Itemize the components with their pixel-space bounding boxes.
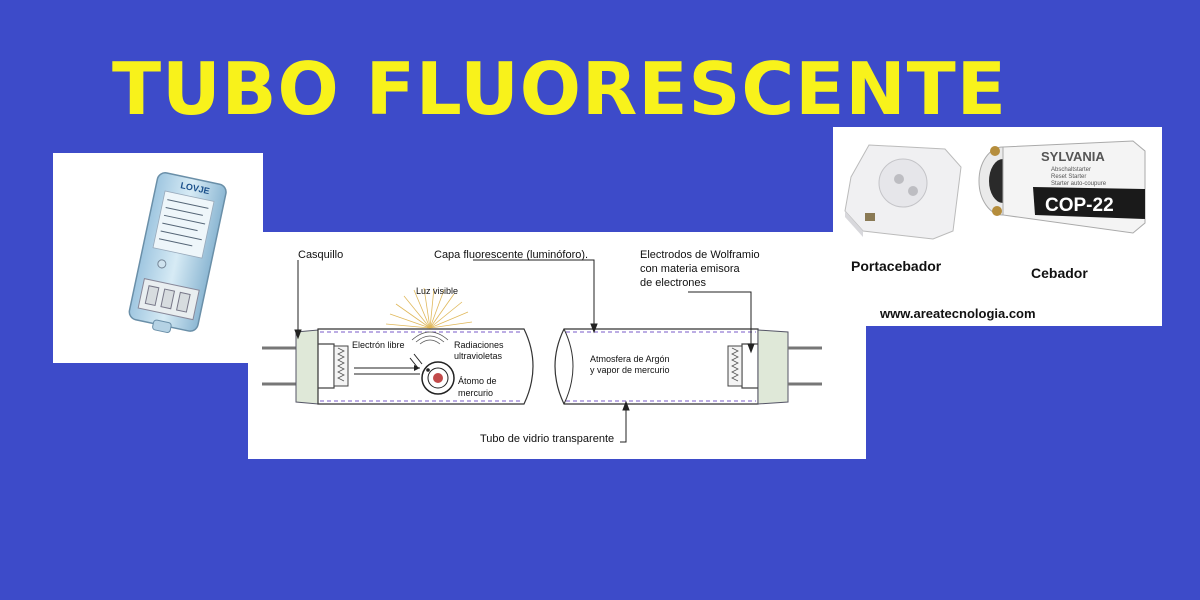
tube-diagram-svg: Casquillo Capa fluorescente (luminóforo)… [262, 249, 822, 445]
starter-photo: SYLVANIA Abschaltstarter Reset Starter S… [833, 127, 1162, 326]
starter-line-2: Reset Starter [1051, 174, 1086, 180]
starter-holder-icon [844, 144, 962, 240]
mercury-atom-icon [421, 361, 455, 395]
starter-line-1: Abschaltstarter [1051, 167, 1091, 173]
label-radiaciones-1: Radiaciones [454, 340, 504, 350]
label-atomo-2: mercurio [458, 388, 493, 398]
left-electrode [333, 345, 349, 387]
right-electrode [727, 345, 743, 387]
label-radiaciones-2: ultravioletas [454, 351, 503, 361]
tube-left-segment [317, 328, 534, 405]
visible-light-rays [385, 287, 473, 329]
page-title: TUBO FLUORESCENTE [112, 47, 1007, 131]
starter-brand: SYLVANIA [1041, 149, 1105, 164]
label-electrodos-2: con materia emisora [640, 263, 741, 275]
right-cap [757, 329, 789, 405]
label-electrodos-1: Electrodos de Wolframio [640, 249, 760, 261]
label-capa-fluorescente: Capa fluorescente (luminóforo). [434, 249, 588, 261]
label-portacebador: Portacebador [851, 258, 942, 274]
website-label: www.areatecnologia.com [879, 306, 1036, 321]
starter-illustration: SYLVANIA Abschaltstarter Reset Starter S… [844, 140, 1146, 321]
label-electrodos-3: de electrones [640, 277, 707, 289]
starter-canister-icon [978, 140, 1146, 234]
ballast-photo: LOVJE [53, 153, 263, 363]
label-casquillo: Casquillo [298, 249, 343, 261]
left-cap [295, 329, 319, 405]
label-atmosfera-2: y vapor de mercurio [590, 365, 670, 375]
tube-right-segment [554, 328, 759, 405]
label-electron-libre: Electrón libre [352, 340, 405, 350]
label-cebador: Cebador [1031, 265, 1088, 281]
tube-diagram: Casquillo Capa fluorescente (luminóforo)… [248, 232, 866, 459]
starter-line-3: Starter auto-coupure [1051, 181, 1107, 187]
label-luz-visible: Luz visible [416, 286, 458, 296]
label-atmosfera-1: Atmosfera de Argón [590, 354, 670, 364]
label-atomo-1: Átomo de [458, 376, 497, 386]
label-tubo-vidrio: Tubo de vidrio transparente [480, 433, 614, 445]
starter-model: COP-22 [1045, 195, 1114, 216]
ballast-illustration: LOVJE [128, 172, 227, 334]
